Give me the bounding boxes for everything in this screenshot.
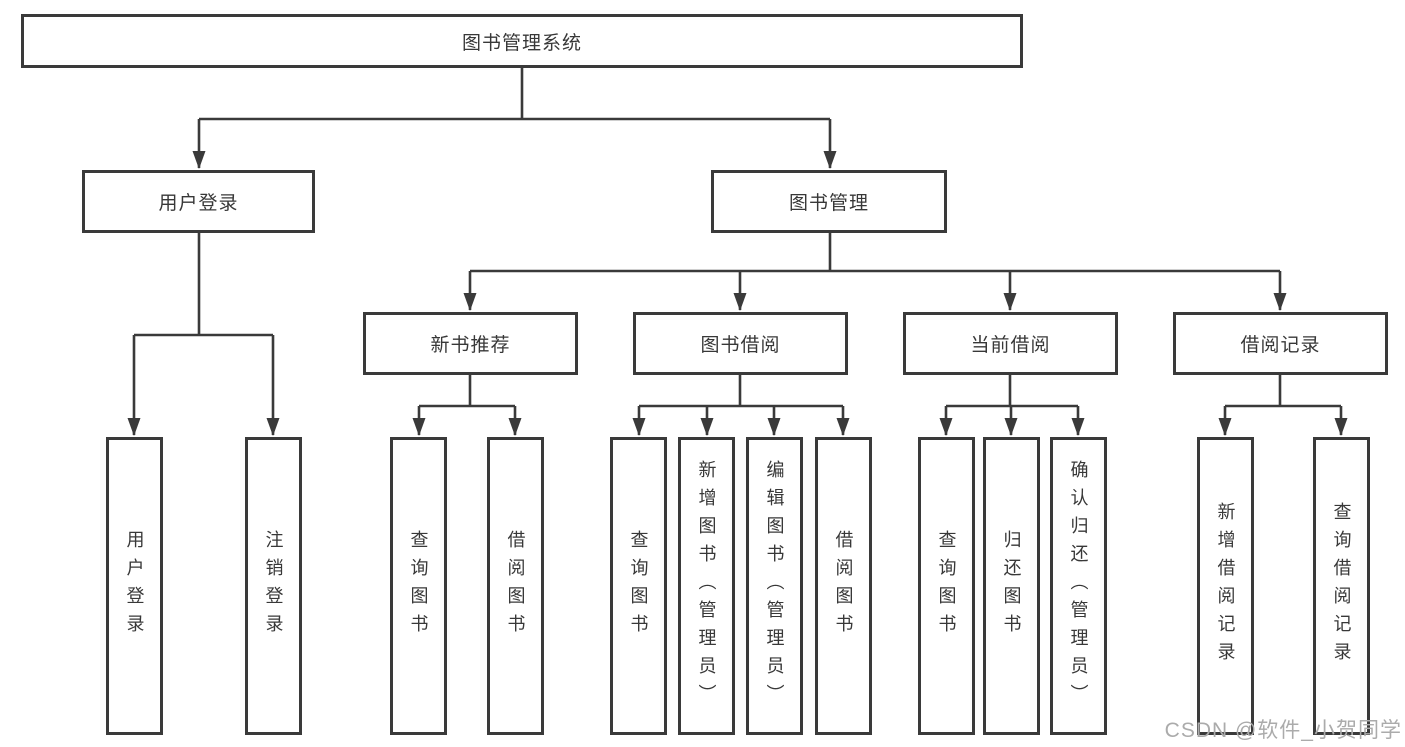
leaf-label: 编辑图书（管理员） [764,460,785,712]
leaf-query-books-current: 查询图书 [918,437,975,735]
leaf-label: 新增借阅记录 [1215,502,1236,670]
leaf-query-borrow-record: 查询借阅记录 [1313,437,1370,735]
node-label: 图书管理 [788,193,869,214]
leaf-logout: 注销登录 [245,437,302,735]
leaf-label: 查询图书 [408,530,429,642]
leaf-borrow-books: 借阅图书 [815,437,872,735]
leaf-label: 查询图书 [628,530,649,642]
node-book-management: 图书管理 [711,170,947,233]
leaf-label: 归还图书 [1001,530,1022,642]
node-label: 图书管理系统 [461,32,582,54]
leaf-query-books-borrow: 查询图书 [610,437,667,735]
leaf-return-books: 归还图书 [983,437,1040,735]
leaf-add-borrow-record: 新增借阅记录 [1197,437,1254,735]
leaf-confirm-return-admin: 确认归还（管理员） [1050,437,1107,735]
node-label: 借阅记录 [1240,335,1321,356]
csdn-watermark: CSDN @软件_小贺同学 [1164,719,1402,742]
leaf-label: 注销登录 [263,530,284,642]
node-library-management-system: 图书管理系统 [21,14,1023,68]
node-label: 当前借阅 [970,335,1051,356]
leaf-label: 用户登录 [124,530,145,642]
leaf-label: 查询借阅记录 [1331,502,1352,670]
leaf-user-login: 用户登录 [106,437,163,735]
leaf-label: 借阅图书 [505,530,526,642]
leaf-label: 借阅图书 [833,530,854,642]
node-label: 用户登录 [158,193,239,214]
node-label: 新书推荐 [430,335,511,356]
leaf-borrow-books-recommend: 借阅图书 [487,437,544,735]
leaf-edit-books-admin: 编辑图书（管理员） [746,437,803,735]
leaf-query-books-recommend: 查询图书 [390,437,447,735]
leaf-label: 确认归还（管理员） [1068,460,1089,712]
node-current-borrowing: 当前借阅 [903,312,1118,375]
node-book-borrowing: 图书借阅 [633,312,848,375]
leaf-label: 查询图书 [936,530,957,642]
leaf-add-books-admin: 新增图书（管理员） [678,437,735,735]
node-user-login: 用户登录 [82,170,315,233]
node-label: 图书借阅 [700,335,781,356]
node-new-book-recommendation: 新书推荐 [363,312,578,375]
node-borrowing-records: 借阅记录 [1173,312,1388,375]
leaf-label: 新增图书（管理员） [696,460,717,712]
